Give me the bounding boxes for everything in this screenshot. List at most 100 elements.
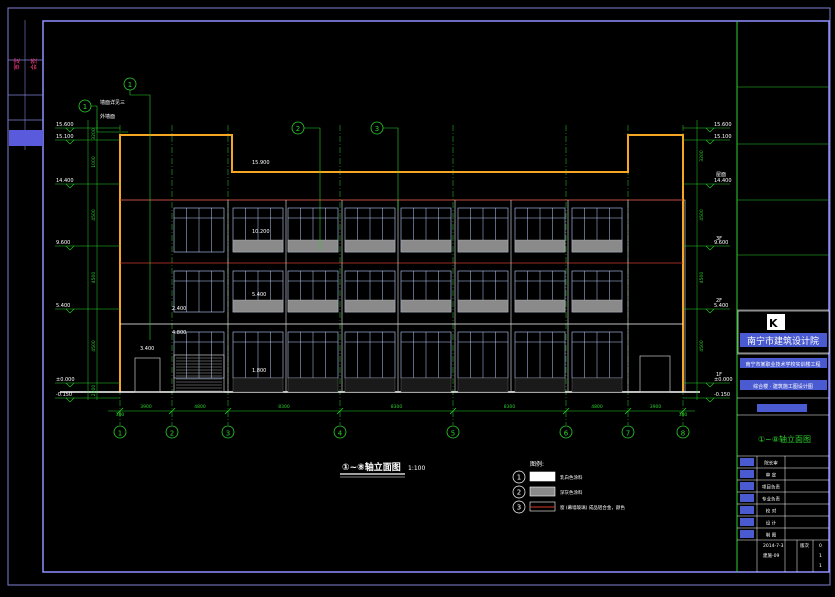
window-bay-f3-1 bbox=[173, 207, 225, 253]
callout-3: 3 bbox=[370, 121, 399, 210]
right-level-value-1: 15.600 bbox=[714, 122, 732, 128]
window-bay-f2-6 bbox=[457, 270, 509, 313]
window-bay-f3-2 bbox=[232, 207, 284, 253]
axis-label-5: 5 bbox=[451, 430, 455, 438]
left-level-triangle-1 bbox=[65, 127, 75, 133]
legend-num-1: 1 bbox=[517, 474, 521, 482]
window-bay-f3-5 bbox=[400, 207, 452, 253]
axis-label-1: 1 bbox=[118, 430, 122, 438]
dimension-tick-3 bbox=[224, 407, 232, 415]
level-3-4: 3.400 bbox=[140, 346, 154, 352]
parapet-outline bbox=[119, 134, 684, 392]
left-level-marks: 15.60015.10014.4009.6005.400±0.000-0.150… bbox=[55, 120, 120, 403]
tb-row-label-5: 校 对 bbox=[766, 508, 777, 515]
building-elevation bbox=[60, 134, 700, 393]
dimension-end-left: 300 bbox=[116, 412, 125, 418]
window-bay-f1-6 bbox=[457, 331, 509, 393]
legend-num-circle-1 bbox=[512, 470, 526, 484]
legend-swatch-1 bbox=[529, 471, 556, 482]
level-5-4: 5.400 bbox=[252, 292, 266, 298]
left-level-triangle-4 bbox=[65, 245, 75, 251]
callout-2-label: 2 bbox=[296, 125, 300, 133]
left-level-value-2: 15.100 bbox=[56, 134, 74, 140]
left-dim-value-6: 2800 bbox=[91, 385, 97, 397]
callout-1b: 1 bbox=[78, 99, 128, 133]
dimension-tick-4 bbox=[336, 407, 344, 415]
legend-text-2: 深灰色涂料 bbox=[560, 489, 583, 496]
parapet-note-2: 外墙面 bbox=[100, 113, 115, 120]
axis-bubble-6 bbox=[559, 425, 573, 439]
axis-bubble-7 bbox=[621, 425, 635, 439]
callout-1: 1 bbox=[123, 77, 151, 340]
tb-revision-val: 0 bbox=[819, 543, 822, 549]
spandrel-panel bbox=[232, 239, 284, 253]
spandrel-panel bbox=[287, 299, 339, 313]
right-dim-value-4: 4500 bbox=[699, 340, 705, 352]
axis-label-7: 7 bbox=[626, 430, 630, 438]
facade-outline bbox=[119, 199, 686, 393]
axis-bubble-1 bbox=[113, 425, 127, 439]
spandrel-panel bbox=[344, 299, 396, 313]
legend-num-circle-2 bbox=[512, 485, 526, 499]
spandrel-panel bbox=[400, 299, 452, 313]
right-level-triangle-2 bbox=[705, 139, 715, 145]
tb-row-tag-2 bbox=[740, 470, 754, 478]
ground-panel bbox=[457, 377, 509, 393]
tb-row-tag-3 bbox=[740, 482, 754, 490]
callout-1b-label: 1 bbox=[83, 103, 87, 111]
tb-revision: 版次 bbox=[800, 542, 809, 549]
left-level-value-5: 5.400 bbox=[56, 303, 70, 309]
dimension-tick-8 bbox=[679, 407, 687, 415]
dimension-tick-1 bbox=[116, 407, 124, 415]
ground-panel bbox=[571, 377, 623, 393]
window-bay-f2-2 bbox=[232, 270, 284, 313]
spandrel-panel bbox=[571, 299, 623, 313]
dimension-end-right: 300 bbox=[679, 412, 688, 418]
callout-1-label: 1 bbox=[128, 81, 132, 89]
axis-bubble-4 bbox=[333, 425, 347, 439]
axis-bubble-5 bbox=[446, 425, 460, 439]
ground-panel bbox=[232, 377, 284, 393]
right-level-triangle-6 bbox=[705, 382, 715, 388]
right-level-value-2: 15.100 bbox=[714, 134, 732, 140]
legend-heading: 图例: bbox=[530, 460, 544, 468]
stamp-1-label: 审定 bbox=[13, 58, 21, 70]
window-bay-f3-7 bbox=[514, 207, 566, 253]
tb-scale: 1 bbox=[819, 553, 822, 559]
window-bay-f3-8 bbox=[571, 207, 623, 253]
dimension-tick-2 bbox=[168, 407, 176, 415]
company-name-band bbox=[740, 333, 827, 347]
tb-page: 1 bbox=[819, 563, 822, 569]
left-level-triangle-7 bbox=[65, 397, 75, 403]
window-bay-f2-4 bbox=[344, 270, 396, 313]
left-level-triangle-6 bbox=[65, 382, 75, 388]
project-band-2 bbox=[740, 380, 827, 390]
tb-row-tag-1 bbox=[740, 458, 754, 466]
spandrel-panel bbox=[344, 239, 396, 253]
right-floor-tag-3: 2F bbox=[716, 298, 722, 304]
level-2-4: 2.400 bbox=[172, 306, 186, 312]
spandrel-panel bbox=[514, 299, 566, 313]
right-level-triangle-4 bbox=[705, 245, 715, 251]
tb-row-tag-5 bbox=[740, 506, 754, 514]
window-bay-f3-6 bbox=[457, 207, 509, 253]
legend-swatch-2 bbox=[529, 486, 556, 497]
level-1-8: 1.800 bbox=[252, 368, 266, 374]
callout-3-label: 3 bbox=[375, 125, 379, 133]
left-dim-value-1: 3200 bbox=[91, 128, 97, 140]
ground-panel bbox=[400, 377, 452, 393]
right-floor-tag-4: 1F bbox=[716, 372, 722, 378]
dimension-tick-7 bbox=[624, 407, 632, 415]
level-4-8: 4.800 bbox=[172, 330, 186, 336]
tb-row-label-3: 项目负责 bbox=[762, 484, 780, 491]
right-level-triangle-3 bbox=[705, 183, 715, 189]
right-dim-value-1: 3200 bbox=[699, 150, 705, 162]
sheet-code-band bbox=[757, 404, 807, 412]
tb-row-label-2: 审 定 bbox=[766, 472, 777, 479]
axis-label-8: 8 bbox=[681, 430, 685, 438]
project-line-2: 综合楼 · 建筑施工图设计图 bbox=[753, 383, 813, 390]
dimension-tick-6 bbox=[562, 407, 570, 415]
ground-panel bbox=[287, 377, 339, 393]
project-band-1 bbox=[740, 358, 827, 368]
company-name: 南宁市建筑设计院 bbox=[747, 335, 819, 347]
